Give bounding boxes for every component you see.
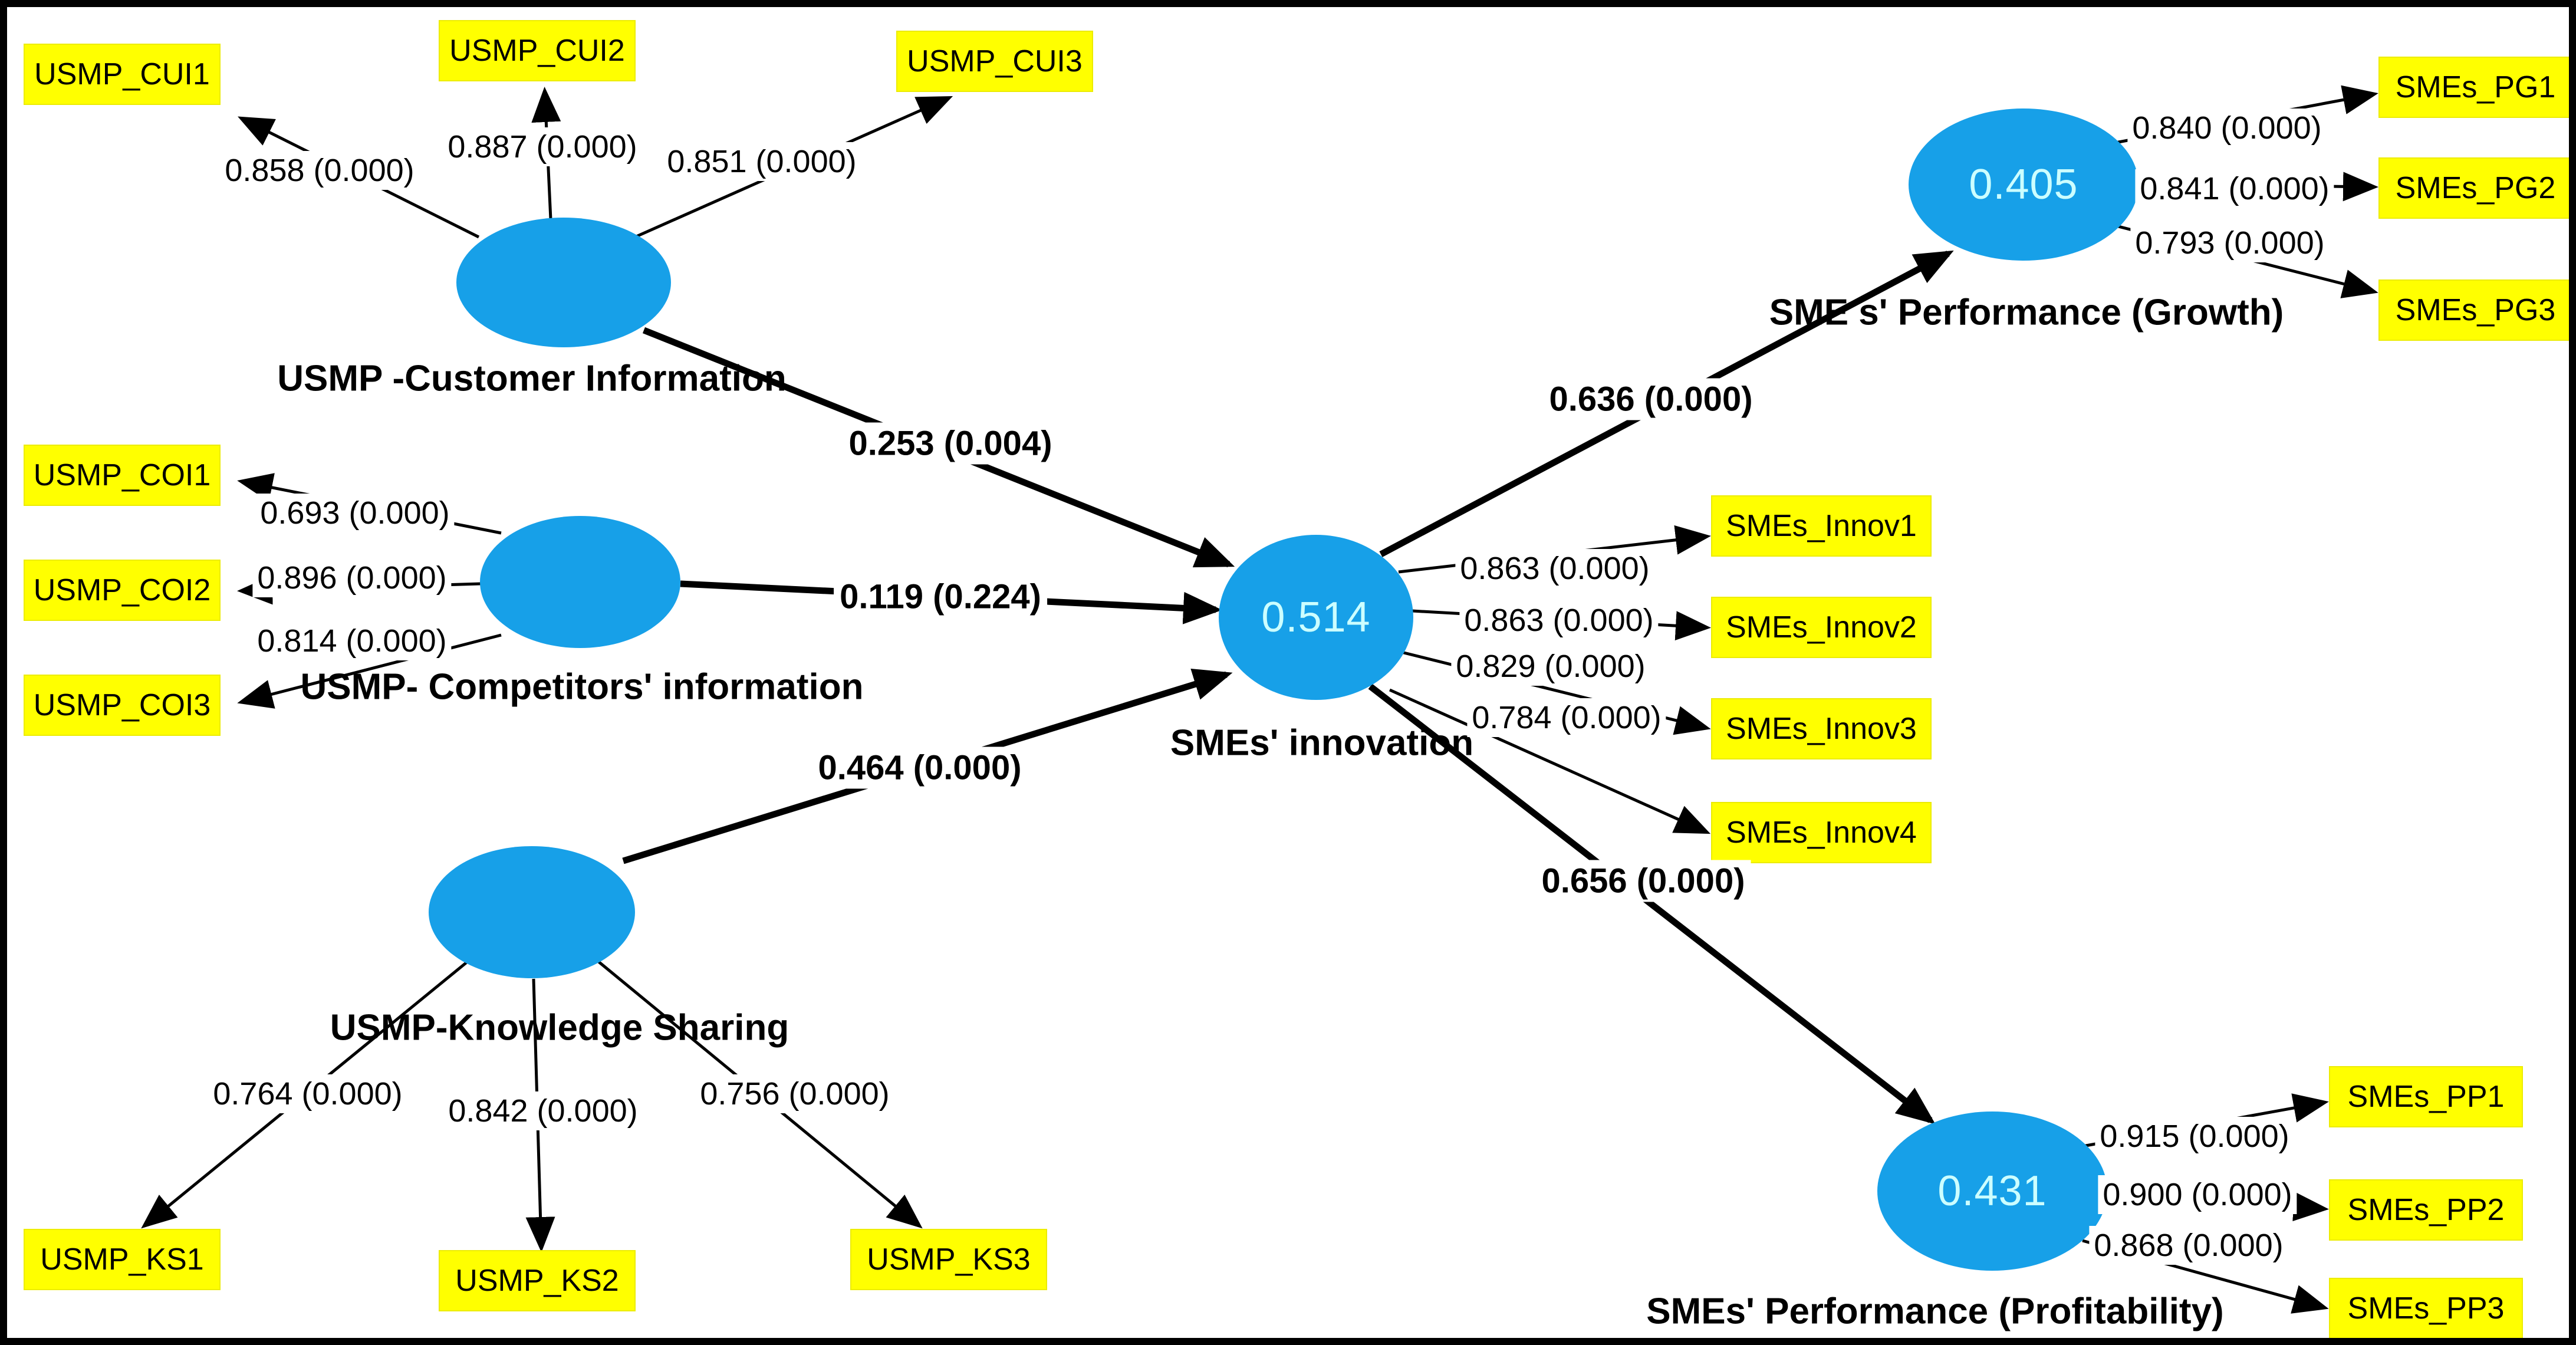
label-competitors: USMP- Competitors' information: [300, 666, 864, 708]
label-knowledge: USMP-Knowledge Sharing: [330, 1007, 789, 1048]
loading-smes-pg2: 0.841 (0.000): [2135, 169, 2334, 208]
r2-growth: 0.405: [1969, 161, 2078, 208]
path-label-innovation-profitability: 0.656 (0.000): [1535, 860, 1751, 902]
indicator-usmp-ks3[interactable]: USMP_KS3: [850, 1229, 1047, 1290]
indicator-smes-pg2[interactable]: SMEs_PG2: [2378, 157, 2569, 219]
indicator-smes-pg1[interactable]: SMEs_PG1: [2378, 57, 2569, 118]
indicator-smes-pp1[interactable]: SMEs_PP1: [2329, 1066, 2523, 1127]
indicator-smes-pp2[interactable]: SMEs_PP2: [2329, 1179, 2523, 1241]
path-label-knowledge-innovation: 0.464 (0.000): [812, 747, 1028, 789]
indicator-usmp-cui3[interactable]: USMP_CUI3: [896, 31, 1093, 92]
construct-competitors-ellipse[interactable]: [480, 516, 680, 648]
indicator-usmp-ks2[interactable]: USMP_KS2: [439, 1250, 636, 1311]
loading-smes-pp3: 0.868 (0.000): [2089, 1226, 2288, 1265]
indicator-smes-pg3[interactable]: SMEs_PG3: [2378, 279, 2569, 341]
loading-smes-innov4: 0.784 (0.000): [1467, 698, 1666, 737]
label-profitability: SMEs' Performance (Profitability): [1646, 1291, 2224, 1332]
construct-growth-ellipse[interactable]: 0.405: [1909, 108, 2139, 261]
path-label-innovation-growth: 0.636 (0.000): [1543, 378, 1759, 420]
indicator-smes-innov2[interactable]: SMEs_Innov2: [1711, 597, 1932, 658]
loading-usmp-ks3: 0.756 (0.000): [695, 1074, 894, 1113]
loading-smes-pg3: 0.793 (0.000): [2130, 223, 2330, 262]
indicator-smes-pp3[interactable]: SMEs_PP3: [2329, 1278, 2523, 1338]
loading-usmp-coi1: 0.693 (0.000): [255, 494, 455, 532]
indicator-smes-innov3[interactable]: SMEs_Innov3: [1711, 698, 1932, 759]
construct-customer-ellipse[interactable]: [456, 218, 671, 347]
loading-smes-pp2: 0.900 (0.000): [2098, 1175, 2297, 1214]
label-customer: USMP -Customer Information: [277, 358, 787, 399]
indicator-usmp-ks1[interactable]: USMP_KS1: [24, 1229, 221, 1290]
r2-innovation: 0.514: [1261, 594, 1371, 641]
loading-smes-innov2: 0.863 (0.000): [1459, 601, 1659, 640]
path-innovation-profitability: [1368, 683, 1936, 1124]
loading-smes-pp1: 0.915 (0.000): [2095, 1117, 2294, 1156]
arrow-innov4: [1389, 688, 1711, 834]
indicator-usmp-coi3[interactable]: USMP_COI3: [24, 675, 221, 736]
arrow-coi3: [237, 633, 502, 709]
indicator-smes-innov1[interactable]: SMEs_Innov1: [1711, 495, 1932, 557]
indicator-smes-innov4[interactable]: SMEs_Innov4: [1711, 802, 1932, 863]
indicator-usmp-cui2[interactable]: USMP_CUI2: [439, 20, 636, 81]
construct-profitability-ellipse[interactable]: 0.431: [1877, 1111, 2107, 1271]
loading-usmp-ks1: 0.764 (0.000): [208, 1074, 407, 1113]
loading-usmp-cui1: 0.858 (0.000): [220, 151, 419, 190]
indicator-usmp-coi2[interactable]: USMP_COI2: [24, 560, 221, 621]
loading-usmp-coi2: 0.896 (0.000): [252, 558, 452, 597]
indicator-usmp-cui1[interactable]: USMP_CUI1: [24, 44, 221, 105]
construct-innovation-ellipse[interactable]: 0.514: [1219, 535, 1413, 700]
loading-usmp-coi3: 0.814 (0.000): [252, 621, 452, 660]
loading-usmp-cui3: 0.851 (0.000): [662, 142, 861, 181]
path-label-competitors-innovation: 0.119 (0.224): [834, 576, 1047, 618]
construct-knowledge-ellipse[interactable]: [429, 846, 635, 978]
loading-usmp-ks2: 0.842 (0.000): [443, 1091, 643, 1130]
label-innovation: SMEs' innovation: [1170, 722, 1474, 764]
label-growth: SME s' Performance (Growth): [1769, 292, 2284, 333]
loading-smes-innov3: 0.829 (0.000): [1451, 647, 1650, 686]
loading-smes-pg1: 0.840 (0.000): [2127, 108, 2327, 147]
loading-usmp-cui2: 0.887 (0.000): [443, 127, 642, 166]
r2-profitability: 0.431: [1937, 1168, 2047, 1215]
indicator-usmp-coi1[interactable]: USMP_COI1: [24, 445, 221, 506]
loading-smes-innov1: 0.863 (0.000): [1455, 549, 1654, 588]
path-label-customer-innovation: 0.253 (0.004): [843, 422, 1058, 465]
